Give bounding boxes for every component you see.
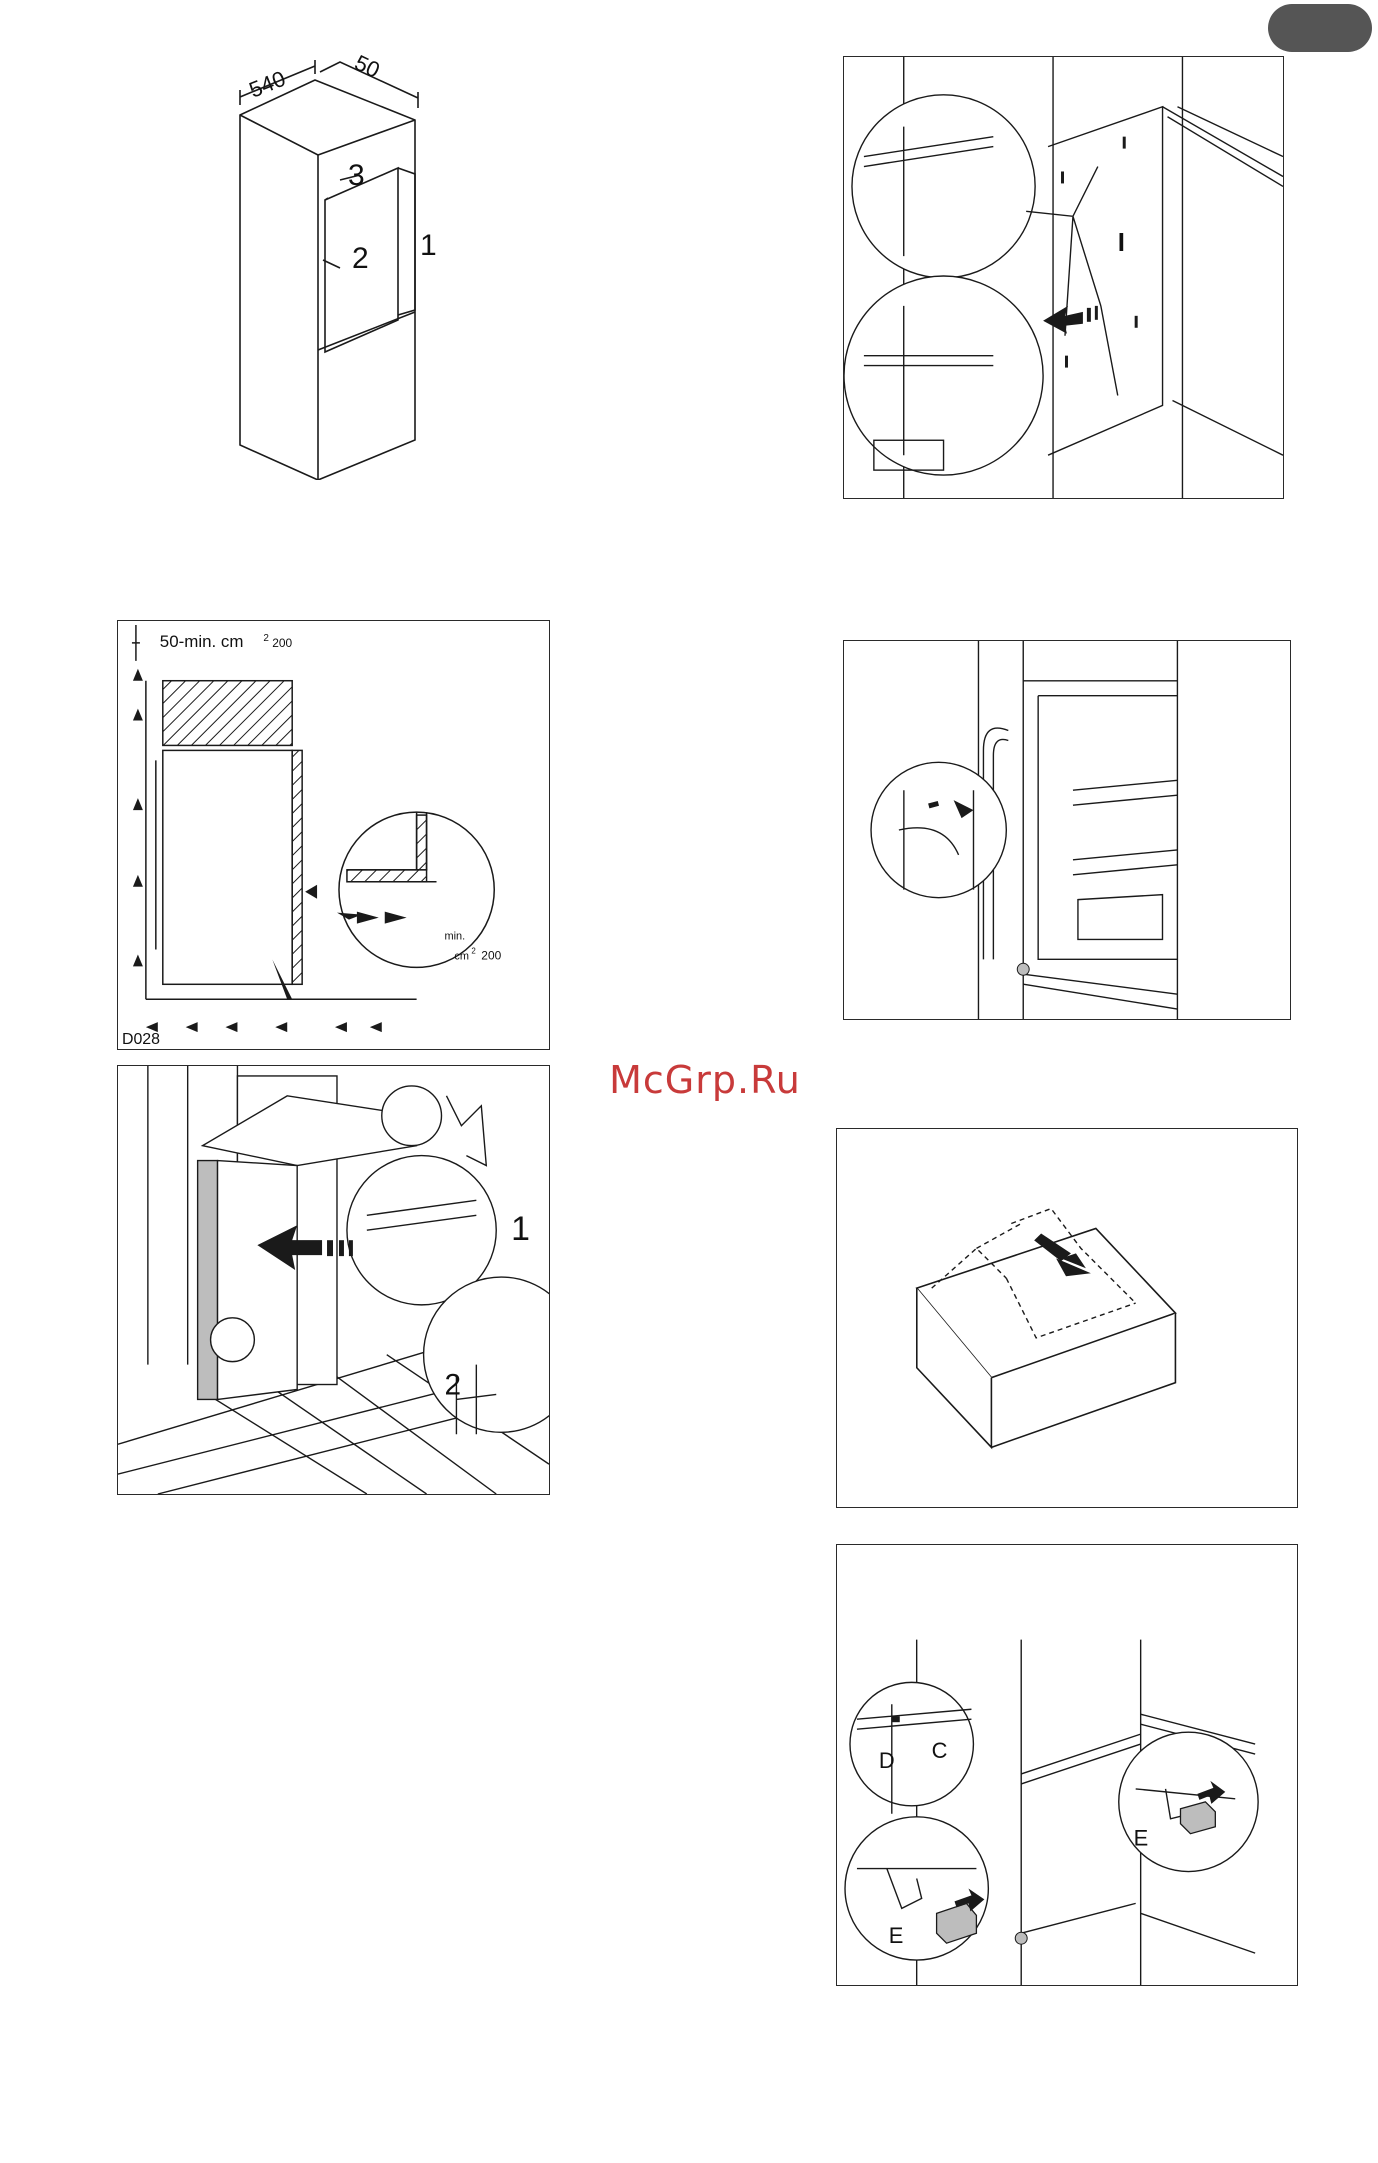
figure-template-box [836,1128,1298,1508]
callout-3-label: 3 [348,159,365,192]
ventilation-bottom-value: 200 [481,948,501,962]
insert-step-2-label: 2 [444,1368,461,1401]
hinge-label-d: D [879,1748,895,1773]
callout-1-label: 1 [420,229,437,262]
ventilation-bottom-sup: 2 [471,946,476,955]
figure-hinge-covers: C D E E [836,1544,1298,1986]
ventilation-top-sup: 2 [263,633,269,644]
ventilation-top-label: 50-min. cm [160,632,244,651]
hinge-label-c: C [932,1738,948,1763]
insert-step-1-label: 1 [511,1210,530,1248]
ventilation-min-label: min. [444,931,465,943]
screw-callout-label: I [1118,229,1125,257]
hinge-label-e-right: E [1134,1826,1149,1851]
ventilation-bottom-unit: cm [454,950,469,962]
figure-cabinet-dimensions: 540 50 1 2 3 [220,50,450,480]
figure-screw-fixing: I [843,56,1284,499]
figure-code-label: D028 [122,1031,160,1048]
section-tab-marker [1268,4,1372,52]
hinge-label-e-left: E [889,1923,904,1948]
figure-ventilation: 50-min. cm 2 200 min. cm 2 200 D028 [117,620,550,1050]
dimension-width-label: 50 [351,50,384,83]
figure-insert-appliance: 1 2 [117,1065,550,1495]
callout-2-label: 2 [352,242,369,275]
watermark-text: McGrp.Ru [560,1058,850,1102]
figure-interior-seal [843,640,1291,1020]
ventilation-top-value: 200 [272,636,292,650]
